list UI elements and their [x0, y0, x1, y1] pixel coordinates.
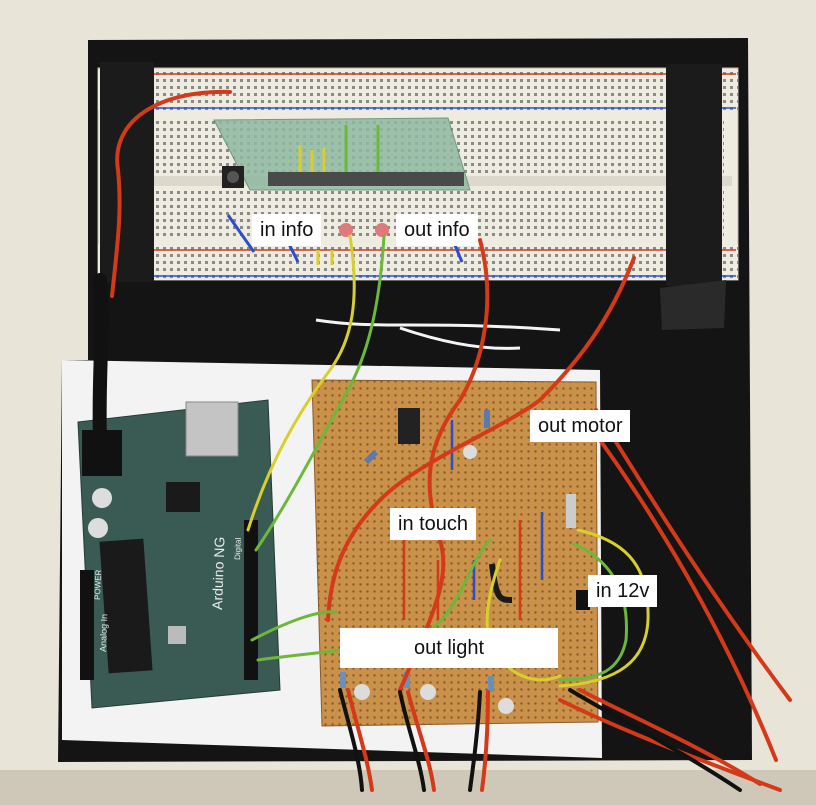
digital-header: [244, 520, 258, 680]
green-wire-info: [254, 234, 386, 552]
black-red-pair-2: [398, 690, 426, 792]
black-red-pair-3r: [480, 690, 490, 792]
led-out: [375, 223, 389, 237]
tape-left: [100, 62, 154, 282]
atmega-chip: [99, 538, 153, 674]
perfboard-jumpers: [402, 420, 544, 620]
breadboard-top-rail: [98, 70, 738, 110]
yellow-wire-12v: [558, 528, 650, 688]
black-power-cable: [92, 273, 109, 447]
voltage-regulator: [398, 408, 420, 444]
label-in-touch: in touch: [390, 508, 477, 540]
black-red-pair-1r: [346, 688, 374, 792]
black-red-pair-1: [338, 688, 364, 792]
white-twisted-wire: [315, 318, 561, 332]
green-wire-12v: [558, 542, 629, 682]
red-wire-top-loop: [110, 89, 232, 298]
label-out-info: out info: [396, 214, 478, 246]
ftdi-chip: [166, 482, 200, 512]
label-out-light: out light: [340, 628, 559, 668]
capacitor-2: [88, 518, 108, 538]
perfboard-components: [340, 410, 590, 714]
black-red-pair-4r: [578, 688, 762, 786]
tape-corner: [660, 280, 726, 330]
usb-connector: [185, 401, 239, 457]
arduino-silk-power: POWER: [93, 569, 103, 600]
white-twisted-wire-2: [399, 326, 521, 350]
black-red-pair-2r: [406, 690, 436, 792]
red-wire-right-exit-2: [598, 438, 778, 762]
label-out-motor: out motor: [530, 410, 631, 442]
arduino-silk-analog: Analog In: [98, 614, 109, 652]
reset-button: [168, 626, 186, 644]
analog-header: [80, 570, 94, 680]
tape-right: [666, 64, 722, 286]
led-in: [339, 223, 353, 237]
black-red-pair-3: [468, 690, 482, 792]
red-wire-to-motor: [326, 256, 636, 622]
yellow-wire-info: [246, 234, 356, 532]
black-red-pair-4: [568, 688, 742, 792]
arduino-silk-digital: Digital: [233, 537, 243, 560]
push-button-cap: [227, 171, 239, 183]
green-wire-arduino: [250, 610, 338, 642]
arduino-silk-title: Arduino NG: [209, 536, 228, 610]
header-pins: [268, 172, 464, 186]
label-in-info: in info: [252, 214, 322, 246]
wall-bottom-shadow: [0, 770, 816, 805]
capacitor-1: [92, 488, 112, 508]
breadboard-jumpers: [226, 125, 464, 265]
label-in-12v: in 12v: [588, 575, 658, 607]
red-wire-center: [398, 238, 490, 692]
